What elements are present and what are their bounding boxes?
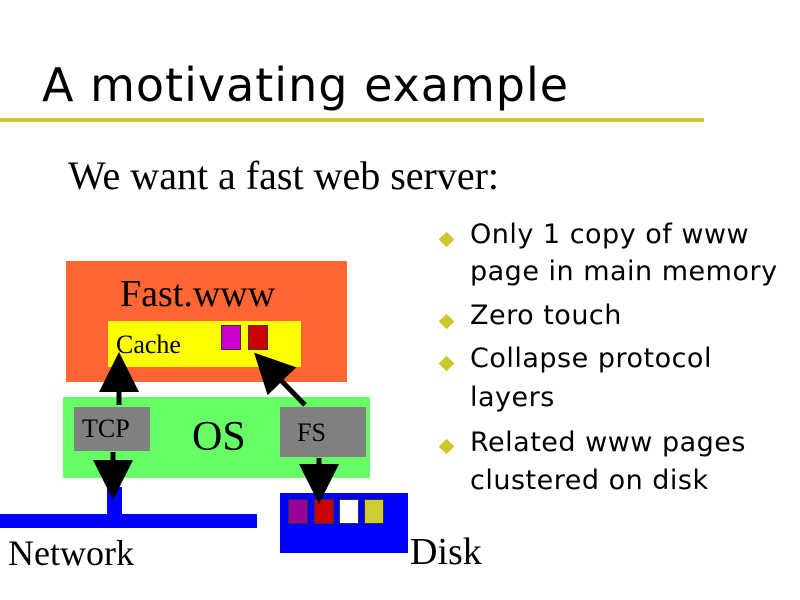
slide-subtitle: We want a fast web server: (68, 153, 500, 198)
bullet-item-1-line-1: Only 1 copy of www (470, 219, 750, 250)
bullet-item-4-line-1: Related www pages (470, 427, 746, 458)
bullet-item-3-line-2: layers (470, 382, 555, 413)
disk-label: Disk (410, 531, 482, 573)
disk-page-3 (339, 499, 359, 524)
fs-label: FS (297, 418, 326, 447)
arrow-fs-to-cache (254, 352, 307, 407)
bullet-item-3-line-1: Collapse protocol (470, 343, 712, 374)
bullet-item-4-line-2: clustered on disk (470, 465, 709, 496)
network-label: Network (8, 533, 134, 573)
cache-page-2 (248, 325, 268, 350)
disk-page-4 (364, 499, 384, 524)
os-label: OS (192, 414, 246, 460)
bullet-item-2-line-1: Zero touch (470, 300, 622, 331)
fs-box (280, 407, 366, 457)
tcp-box (74, 407, 150, 451)
slide-title: A motivating example (42, 58, 570, 112)
fast-www-label: Fast.www (120, 273, 276, 315)
cache-page-1 (221, 325, 241, 350)
disk-page-1 (288, 499, 308, 524)
title-underline (0, 118, 704, 122)
network-bus (0, 514, 257, 528)
tcp-label: TCP (82, 414, 130, 443)
bullet-item-1-line-2: page in main memory (470, 256, 778, 287)
